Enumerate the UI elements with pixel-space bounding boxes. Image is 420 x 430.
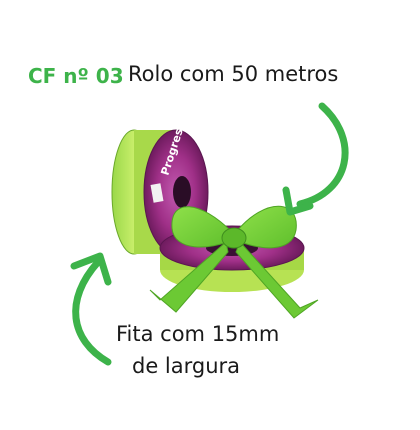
curved-arrow-down-left-icon bbox=[282, 102, 349, 216]
product-code: CF nº 03 bbox=[28, 64, 124, 88]
ribbon-width-line1: Fita com 15mm bbox=[116, 322, 280, 346]
roll-length-caption: Rolo com 50 metros bbox=[128, 62, 339, 86]
ribbon-width-caption: Fita com 15mm de largura bbox=[116, 318, 279, 382]
ribbon-bow bbox=[149, 205, 319, 319]
curved-arrow-up-icon bbox=[70, 252, 112, 366]
barcode-label bbox=[150, 183, 164, 203]
ribbon-width-line2: de largura bbox=[132, 354, 241, 378]
